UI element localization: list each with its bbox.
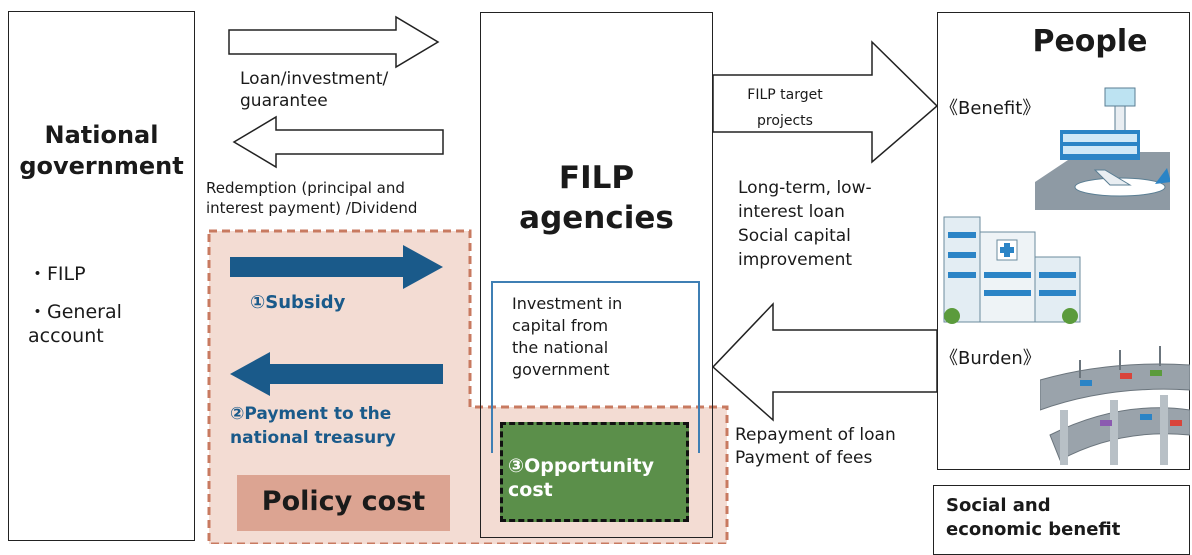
loan-arrow <box>228 15 440 69</box>
national-government-box <box>8 11 195 541</box>
repayment-arrow <box>711 302 938 422</box>
target-projects-arrow <box>712 40 939 164</box>
hospital-illustration-icon <box>943 216 1081 324</box>
highway-illustration-icon <box>1040 346 1190 465</box>
target-projects-label: FILP target projects <box>747 87 823 129</box>
subsidy-arrow <box>230 245 443 289</box>
people-title: People <box>1032 24 1148 59</box>
airport-illustration-icon <box>1035 87 1170 210</box>
loan-label: Loan/investment/ guarantee <box>240 69 389 111</box>
repayment-label: Repayment of loan Payment of fees <box>735 425 896 468</box>
people-box <box>937 12 1190 470</box>
opportunity-cost-text: ③Opportunity cost <box>508 455 654 501</box>
filp-item: ・FILP <box>28 263 86 285</box>
payment-treasury-label: ②Payment to the national treasury <box>230 404 396 448</box>
long-term-label: Long-term, low- interest loan Social cap… <box>738 178 872 270</box>
burden-label: 《Burden》 <box>940 348 1041 369</box>
subsidy-label: ①Subsidy <box>250 292 346 313</box>
investment-capital-text: Investment in capital from the national … <box>512 294 623 379</box>
benefit-label: 《Benefit》 <box>940 98 1041 119</box>
payment-arrow <box>230 352 443 396</box>
national-government-title: National government <box>19 121 184 180</box>
general-account-item: ・General account <box>28 301 122 347</box>
social-benefit-text: Social and economic benefit <box>946 495 1121 540</box>
policy-cost-label <box>237 475 450 531</box>
filp-agencies-box <box>480 12 713 538</box>
social-benefit-box <box>933 485 1190 555</box>
opportunity-cost-box <box>500 422 689 522</box>
filp-agencies-title: FILP agencies <box>519 160 674 236</box>
redemption-arrow <box>232 115 444 169</box>
redemption-label: Redemption (principal and interest payme… <box>206 179 418 217</box>
policy-cost-text: Policy cost <box>261 486 426 517</box>
investment-capital-box <box>491 281 700 453</box>
